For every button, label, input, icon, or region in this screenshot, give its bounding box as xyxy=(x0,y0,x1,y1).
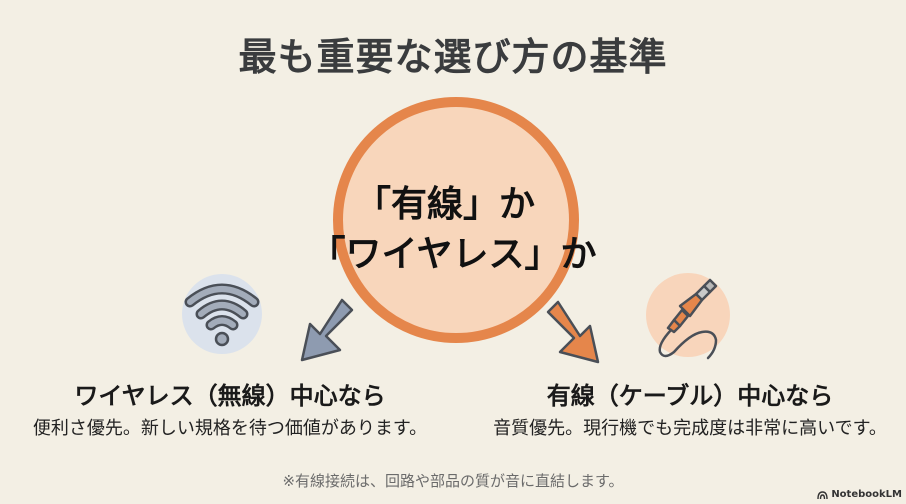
center-text-line2: 「ワイヤレス」か xyxy=(309,234,597,275)
center-text-line1: 「有線」か xyxy=(354,184,535,225)
wireless-heading: ワイヤレス（無線）中心なら xyxy=(74,382,386,410)
audio-jack-cable-icon xyxy=(646,273,730,360)
wireless-description: 便利さ優先。新しい規格を待つ価値があります。 xyxy=(32,418,428,439)
footnote: ※有線接続は、回路や部品の質が音に直結します。 xyxy=(282,472,624,490)
page-title: 最も重要な選び方の基準 xyxy=(238,35,668,79)
wifi-icon xyxy=(182,274,262,354)
brand-label: NotebookLM xyxy=(831,489,902,500)
brand-watermark: NotebookLM xyxy=(817,489,902,500)
notebooklm-logo-icon xyxy=(817,490,829,499)
arrow-down-right-icon xyxy=(546,300,600,364)
arrow-down-left-icon xyxy=(300,298,354,362)
wired-heading: 有線（ケーブル）中心なら xyxy=(546,382,834,410)
wired-description: 音質優先。現行機でも完成度は非常に高いです。 xyxy=(493,418,887,439)
center-circle xyxy=(333,97,579,343)
